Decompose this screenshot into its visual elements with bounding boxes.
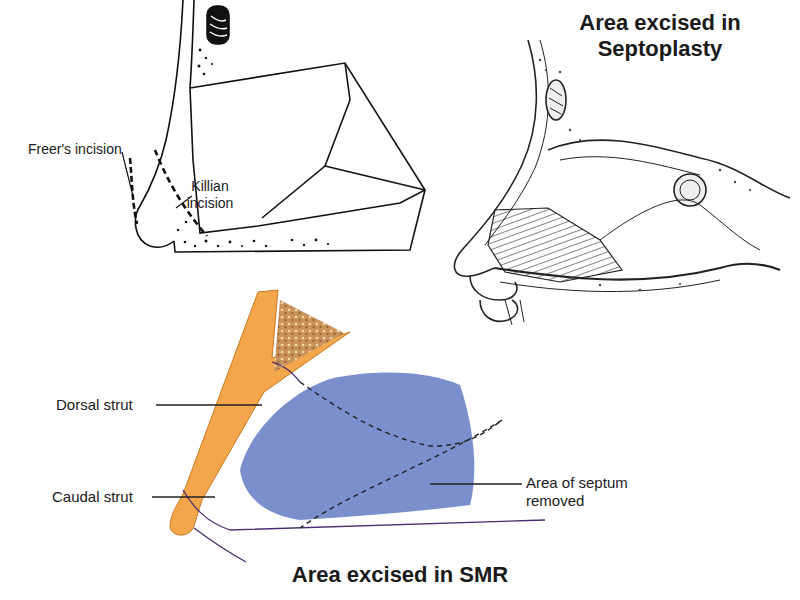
leader-line [156, 404, 262, 405]
frontal-sinus [207, 6, 229, 44]
l-strut [170, 290, 350, 535]
nasal-bone [190, 0, 194, 88]
sinus-hatch [210, 16, 227, 36]
part-label: Caudal strut [52, 488, 152, 506]
cavity-roof [548, 140, 790, 198]
excised-area [488, 208, 622, 282]
part-label: Dorsal strut [56, 396, 156, 414]
septum-base [183, 490, 545, 530]
suture-line [300, 420, 502, 528]
frontal-sinus [546, 80, 566, 120]
leader-line [430, 483, 522, 484]
septum-boundary [600, 200, 760, 250]
leader-line [152, 496, 215, 497]
sphenoid-sinus [680, 180, 700, 200]
septum-sketch [122, 0, 425, 252]
septum-sutures [262, 63, 425, 218]
sphenoid-sinus [674, 174, 706, 206]
suture-line [300, 382, 502, 446]
smr-illustration [152, 290, 545, 562]
septoplasty-illustration [454, 40, 790, 325]
freer-incision [130, 158, 137, 224]
cribriform-plate [560, 157, 700, 175]
panel-heading: Area excised in Septoplasty [545, 10, 775, 63]
bone-texture [177, 49, 329, 248]
cartilage-edge [272, 362, 300, 382]
palate [500, 280, 720, 292]
nose-profile [135, 0, 183, 247]
columella-edge [194, 528, 246, 562]
bone-texture [539, 59, 751, 292]
teeth [505, 300, 524, 325]
lip [470, 276, 518, 321]
incision-label: Freer's incision [28, 141, 138, 158]
leader-line [122, 152, 133, 196]
nasal-bone [274, 300, 344, 372]
part-label: Area of septum removed [526, 474, 644, 510]
panel-heading: Area excised in SMR [195, 562, 605, 588]
sinus-hatch [549, 88, 563, 114]
incision-label: Killian incision [178, 178, 242, 212]
